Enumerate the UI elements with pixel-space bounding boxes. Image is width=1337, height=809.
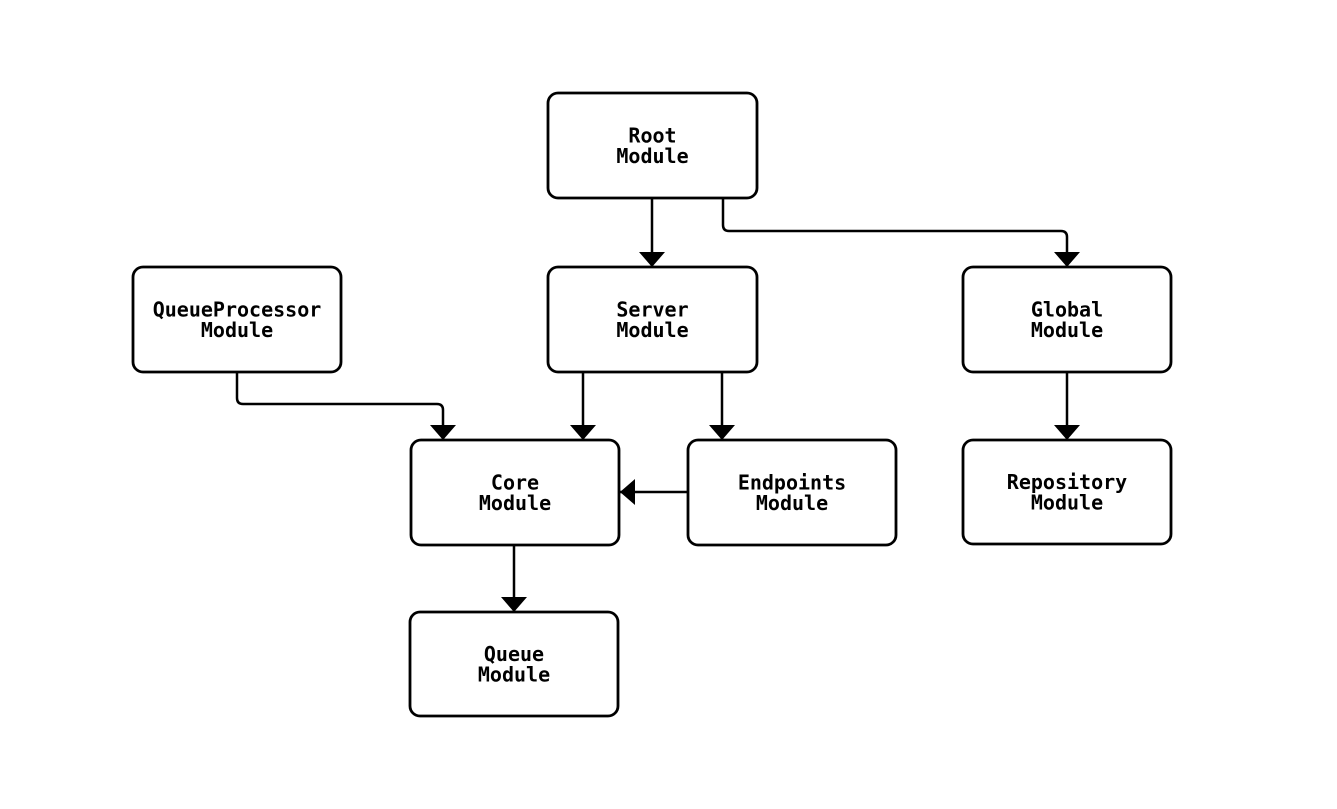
node-endpoints-box — [686, 438, 898, 547]
node-queueprocessor-box — [131, 265, 343, 374]
node-queue-box — [408, 610, 620, 718]
node-repository-box — [961, 438, 1173, 546]
node-core-box — [409, 438, 621, 547]
edge-queueprocessor-to-core — [235, 372, 456, 440]
node-server-box — [546, 265, 759, 374]
node-global-box — [961, 265, 1173, 374]
edge-root-to-global — [721, 198, 1080, 267]
edges-layer — [235, 198, 1080, 612]
node-root-box — [546, 91, 759, 200]
